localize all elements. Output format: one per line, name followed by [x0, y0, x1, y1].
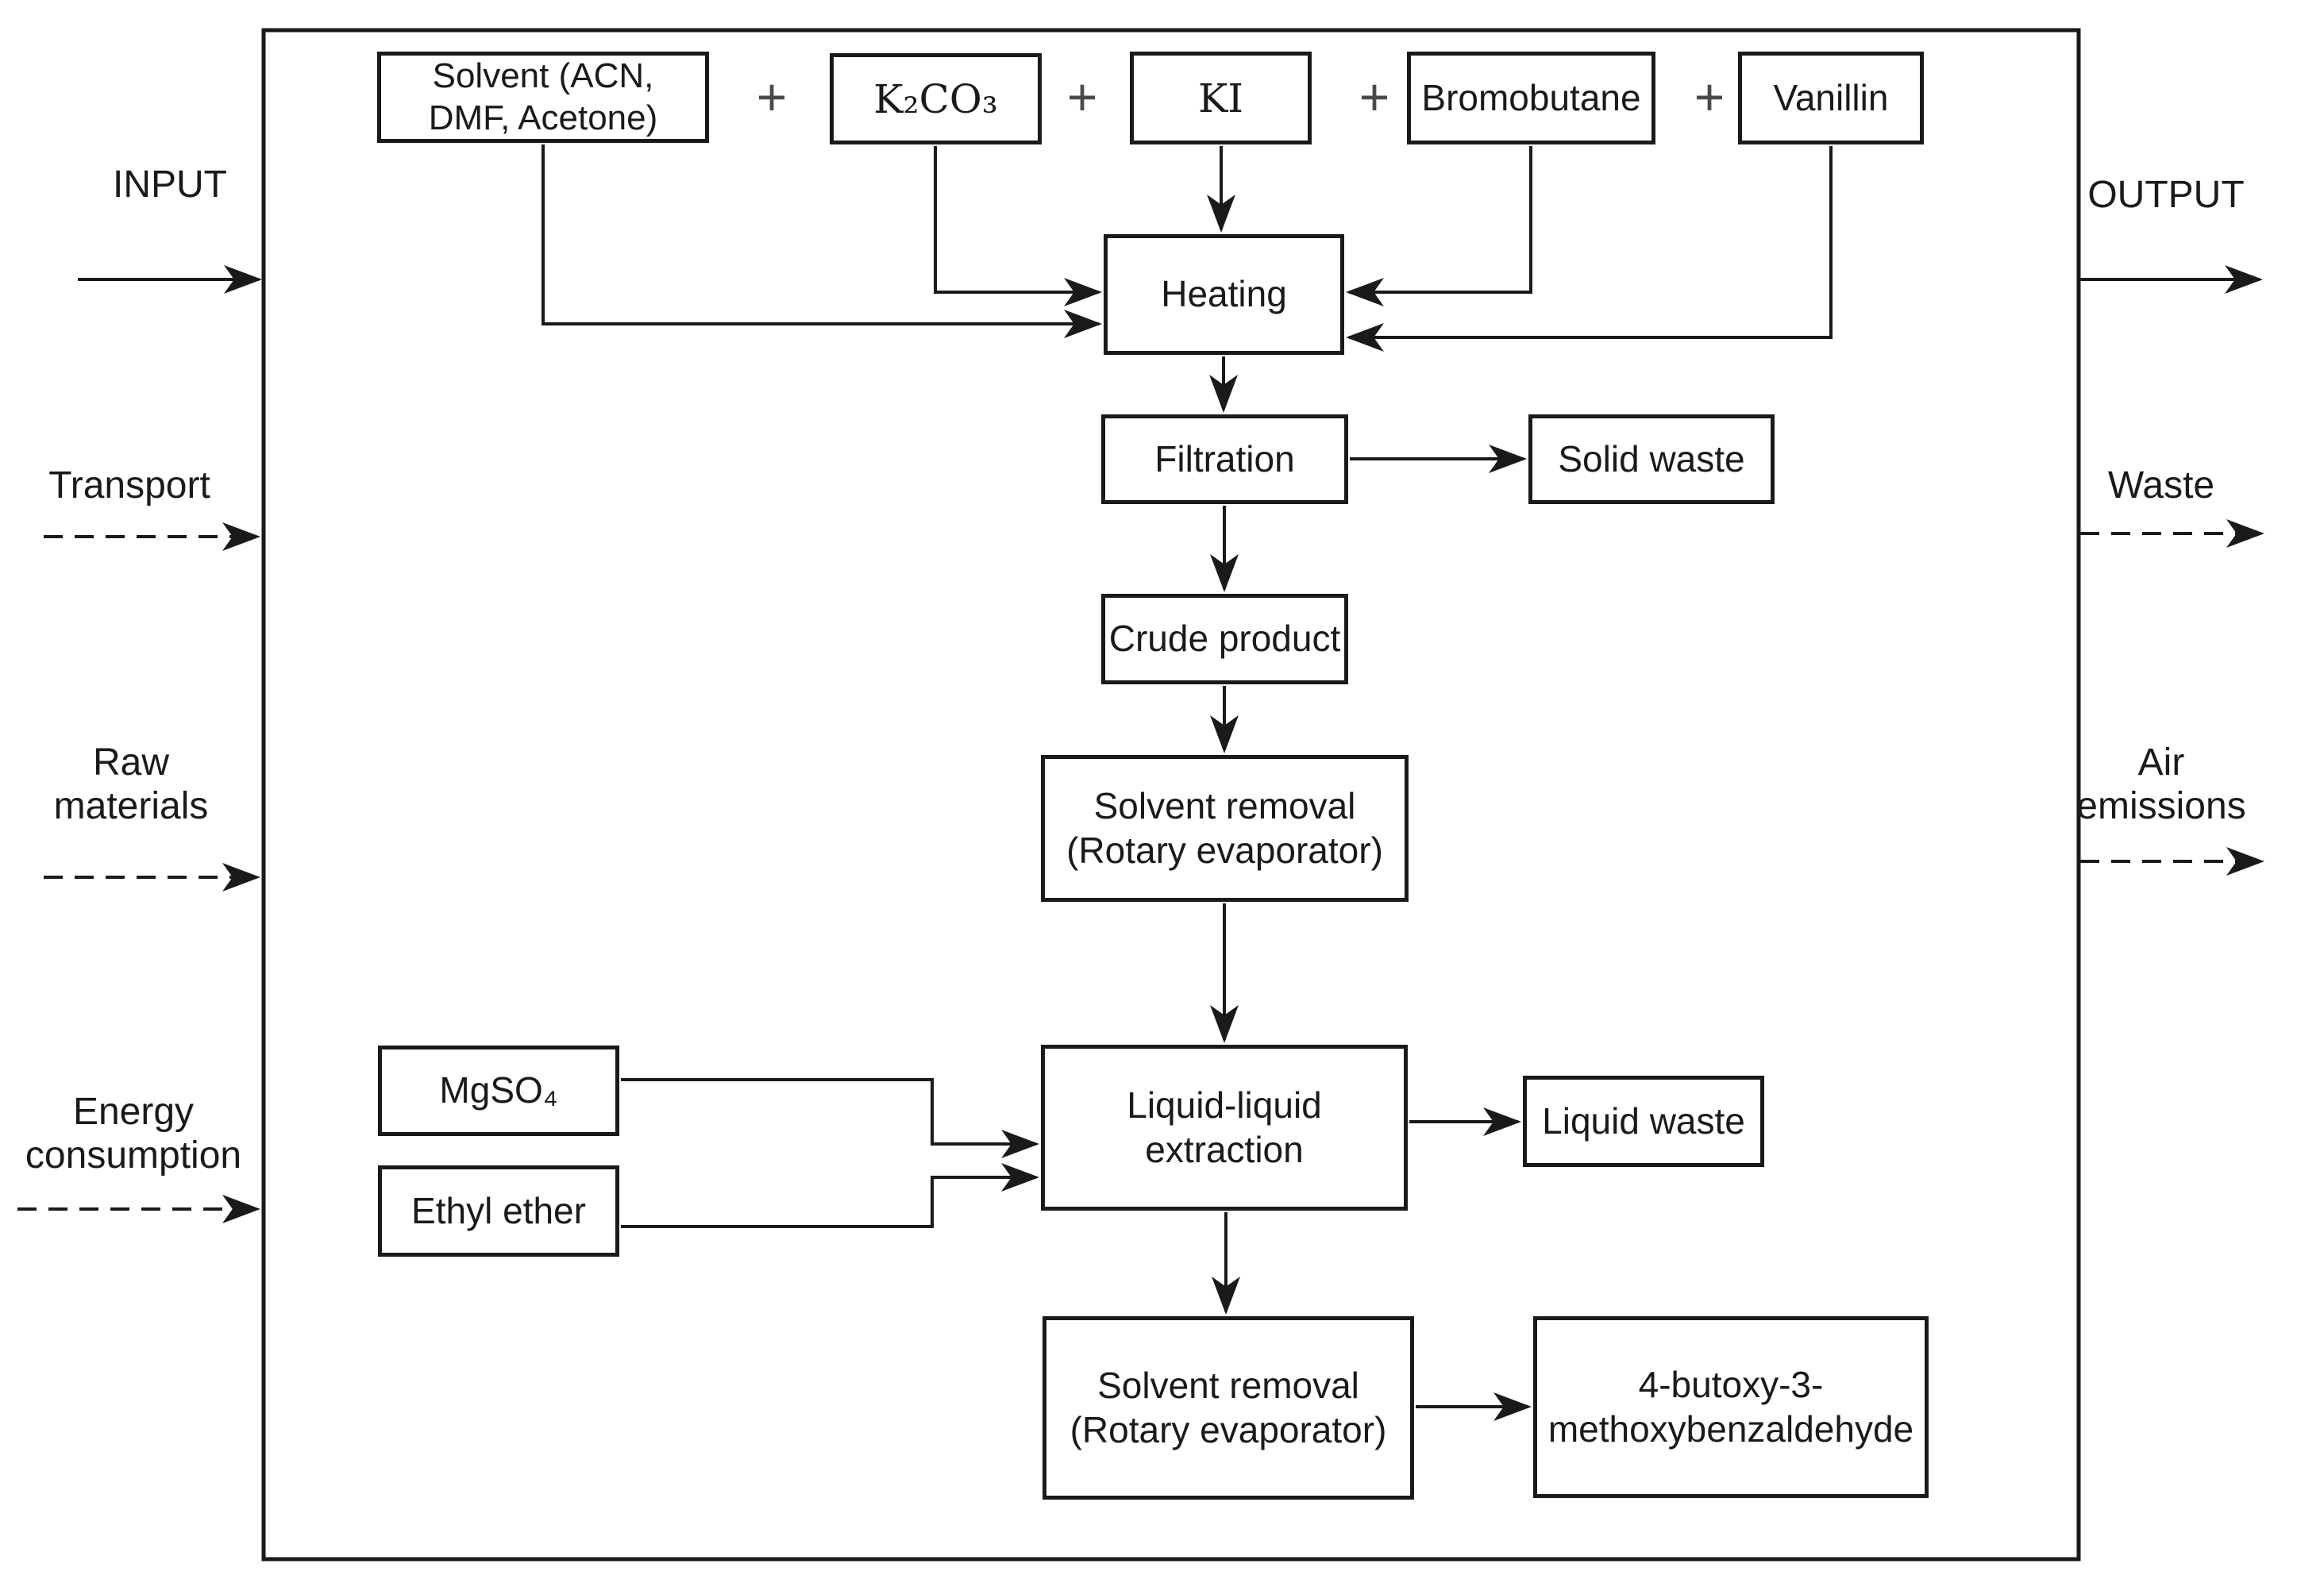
arrow-k2co3-to-heating: [934, 146, 1102, 306]
air-emissions-label: Air emissions: [2076, 741, 2246, 827]
system-boundary-box: [261, 28, 2081, 1562]
solvent-box: Solvent (ACN, DMF, Acetone): [377, 52, 709, 143]
ethyl-ether-box: Ethyl ether: [378, 1165, 619, 1257]
ki-box: KI: [1130, 52, 1312, 144]
waste-label: Waste: [2107, 464, 2215, 507]
crude-product-box: Crude product: [1101, 594, 1348, 684]
vanillin-box: Vanillin: [1738, 52, 1924, 144]
arrow-bromobutane-to-heating: [1346, 146, 1532, 306]
arrow-solvent-to-heating: [541, 144, 1102, 338]
arrow-mgso4-to-extraction: [621, 1078, 1039, 1158]
arrow-ethyl-ether-to-extraction: [621, 1163, 1039, 1228]
mgso4-box: MgSO₄: [378, 1046, 619, 1136]
k2co3-box: K₂CO₃: [830, 53, 1042, 144]
raw-materials-label: Raw materials: [53, 741, 209, 827]
arrow-vanillin-to-heating: [1346, 146, 1833, 352]
bromobutane-box: Bromobutane: [1407, 52, 1655, 144]
output-label: OUTPUT: [2087, 174, 2245, 217]
solid-waste-box: Solid waste: [1528, 414, 1775, 504]
input-label: INPUT: [113, 164, 227, 206]
liquid-waste-box: Liquid waste: [1523, 1076, 1764, 1167]
final-product-box: 4-butoxy-3- methoxybenzaldehyde: [1533, 1316, 1929, 1498]
plus-operator-3: +: [1359, 67, 1390, 126]
heating-box: Heating: [1104, 234, 1344, 355]
liquid-liquid-extraction-box: Liquid-liquid extraction: [1041, 1045, 1408, 1211]
solvent-removal-1-box: Solvent removal (Rotary evaporator): [1041, 755, 1409, 902]
filtration-box: Filtration: [1101, 414, 1348, 504]
plus-operator-4: +: [1694, 67, 1725, 126]
plus-operator-1: +: [756, 67, 788, 126]
solvent-removal-2-box: Solvent removal (Rotary evaporator): [1043, 1316, 1414, 1500]
energy-consumption-label: Energy consumption: [25, 1090, 242, 1177]
transport-label: Transport: [48, 464, 210, 507]
plus-operator-2: +: [1066, 67, 1098, 126]
